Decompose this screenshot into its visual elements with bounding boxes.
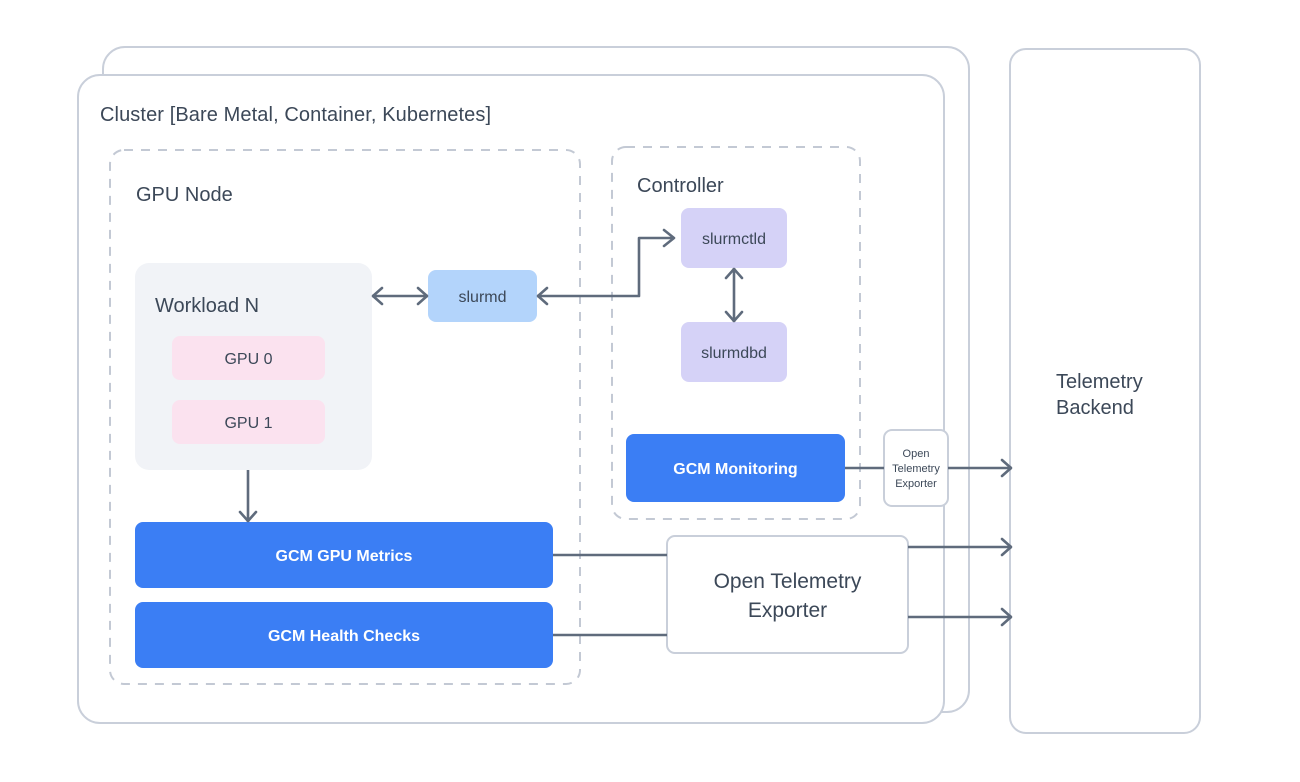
gpu-node-label: GPU Node	[136, 184, 233, 206]
slurmd-box	[428, 270, 537, 322]
gpu-1-box	[172, 400, 325, 444]
telemetry-backend-line1: Telemetry	[1056, 371, 1143, 393]
otel-exporter-line1: Open Telemetry	[714, 570, 862, 593]
arrowhead-to-slurmctld	[662, 228, 676, 248]
otel-exporter-line2: Exporter	[748, 599, 827, 622]
arrowhead-slurmctld-up	[724, 267, 744, 280]
small-otel-exporter-line3: Exporter	[895, 478, 937, 490]
gcm-monitoring-label: GCM Monitoring	[673, 461, 797, 478]
otel-exporter-box	[666, 535, 909, 654]
telemetry-backend-panel	[1009, 48, 1201, 734]
slurmctld-box	[681, 208, 787, 268]
telemetry-backend-line2: Backend	[1056, 397, 1134, 419]
slurmd-label: slurmd	[458, 289, 506, 306]
arrowhead-slurmdbd-down	[724, 310, 744, 323]
arrowhead-to-slurmd	[536, 286, 549, 306]
slurmdbd-box	[681, 322, 787, 382]
small-otel-exporter-line2: Telemetry	[892, 463, 940, 475]
gcm-gpu-metrics-label: GCM GPU Metrics	[276, 548, 413, 565]
gcm-monitoring-box	[626, 434, 845, 502]
gpu-0-label: GPU 0	[224, 351, 272, 368]
gcm-health-checks-label: GCM Health Checks	[268, 628, 420, 645]
arrowhead-backend-top	[1000, 458, 1013, 478]
workload-label: Workload N	[155, 295, 259, 317]
gpu-0-box	[172, 336, 325, 380]
slurmctld-label: slurmctld	[702, 231, 766, 248]
controller-label: Controller	[637, 175, 724, 197]
arrowhead-backend-middle	[1000, 537, 1013, 557]
arrowhead-backend-bottom	[1000, 607, 1013, 627]
arrowhead-slurmd-right	[416, 286, 429, 306]
gcm-gpu-metrics-box	[135, 522, 553, 588]
cluster-title: Cluster [Bare Metal, Container, Kubernet…	[100, 104, 491, 126]
gpu-1-label: GPU 1	[224, 415, 272, 432]
arrowhead-gcm-metrics-down	[238, 510, 258, 523]
arrowhead-workload-left	[371, 286, 384, 306]
small-otel-exporter-line1: Open	[903, 448, 930, 460]
controller-group	[611, 146, 861, 520]
gcm-health-checks-box	[135, 602, 553, 668]
slurmdbd-label: slurmdbd	[701, 345, 767, 362]
gpu-node-group	[109, 149, 581, 685]
connector-slurmctld-slurmd	[537, 236, 673, 298]
